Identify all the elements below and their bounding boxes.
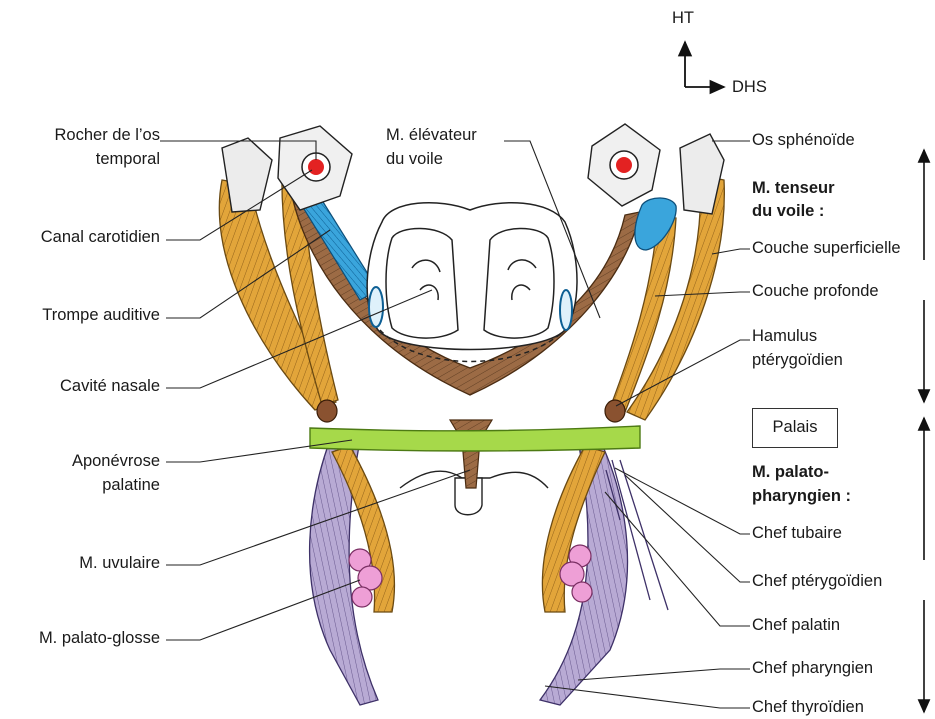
label-trompe-auditive: Trompe auditive	[42, 305, 160, 326]
label-hamulus-1: Hamulus	[752, 326, 817, 347]
carotid-artery-left	[308, 159, 324, 175]
label-rocher-1: Rocher de l’os	[55, 125, 160, 146]
label-rocher-2: temporal	[96, 149, 160, 170]
tube-opening-left	[369, 287, 383, 327]
label-m-uvulaire: M. uvulaire	[79, 553, 160, 574]
label-tenseur-1: M. tenseur	[752, 178, 835, 199]
label-palato-pharyngien-1: M. palato-	[752, 462, 829, 483]
carotid-artery-right	[616, 157, 632, 173]
label-elevateur-2: du voile	[386, 149, 443, 170]
label-aponevrose-1: Aponévrose	[72, 451, 160, 472]
label-canal-carotidien: Canal carotidien	[41, 227, 160, 248]
label-chef-pharyngien: Chef pharyngien	[752, 658, 873, 679]
orientation-up-label: HT	[672, 8, 694, 29]
label-palato-pharyngien-2: pharyngien :	[752, 486, 851, 507]
label-chef-tubaire: Chef tubaire	[752, 523, 842, 544]
label-m-palato-glosse: M. palato-glosse	[39, 628, 160, 649]
tube-opening-right	[560, 290, 572, 330]
palais-box: Palais	[752, 408, 838, 448]
label-hamulus-2: ptérygoïdien	[752, 350, 843, 371]
nasal-cavity	[367, 203, 577, 362]
orientation-arrows	[685, 42, 724, 87]
label-chef-pterygoidien: Chef ptérygoïdien	[752, 571, 882, 592]
label-chef-thyroidien: Chef thyroïdien	[752, 697, 864, 718]
label-cavite-nasale: Cavité nasale	[60, 376, 160, 397]
label-couche-superficielle: Couche superficielle	[752, 238, 901, 259]
label-os-sphenoide: Os sphénoïde	[752, 130, 855, 151]
orientation-right-label: DHS	[732, 77, 767, 98]
label-tenseur-2: du voile :	[752, 201, 824, 222]
label-elevateur-1: M. élévateur	[386, 125, 477, 146]
label-aponevrose-2: palatine	[102, 475, 160, 496]
label-chef-palatin: Chef palatin	[752, 615, 840, 636]
hamulus-left	[317, 400, 337, 422]
label-couche-profonde: Couche profonde	[752, 281, 879, 302]
